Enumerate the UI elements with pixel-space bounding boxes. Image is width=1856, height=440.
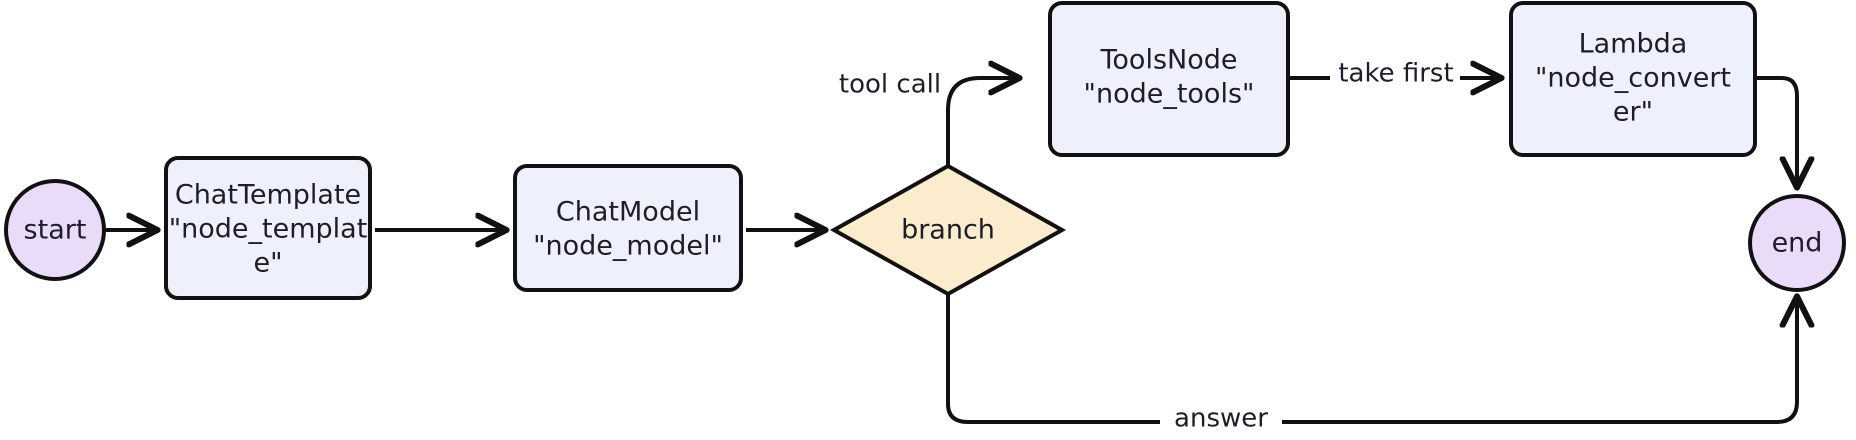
edge-branch-to-node-tools: tool call [839, 70, 1018, 188]
node-node-model-box[interactable] [513, 164, 743, 292]
node-node-template-label-line3: e" [253, 248, 282, 279]
node-node-template-box[interactable] [164, 156, 372, 300]
node-node-converter-label-line3: er" [1613, 97, 1653, 128]
node-node-model-label-line2: "node_model" [533, 231, 723, 262]
node-end-circle[interactable] [1748, 194, 1846, 292]
node-node-converter-box[interactable] [1509, 1, 1757, 157]
node-node-tools-label-line1: ToolsNode [1100, 45, 1238, 76]
node-end[interactable]: end [1748, 194, 1846, 292]
edge-label-tool-call: tool call [839, 70, 941, 100]
node-node-template[interactable]: ChatTemplate "node_templat e" [164, 156, 372, 300]
node-node-tools[interactable]: ToolsNode "node_tools" [1048, 1, 1290, 157]
edge-label-take-first: take first [1338, 59, 1453, 89]
node-branch-label: branch [901, 215, 995, 246]
node-node-converter-label-line2: "node_convert [1535, 63, 1731, 94]
node-node-tools-box[interactable] [1048, 1, 1290, 157]
node-node-tools-label-line2: "node_tools" [1084, 79, 1255, 110]
node-start[interactable]: start [4, 179, 106, 281]
node-node-converter[interactable]: Lambda "node_convert er" [1509, 1, 1757, 157]
edge-branch-to-end: answer [946, 272, 1797, 434]
edge-node-converter-to-end [1757, 76, 1797, 186]
node-node-template-label-line1: ChatTemplate [175, 180, 361, 211]
node-start-circle[interactable] [4, 179, 106, 281]
edge-node-tools-to-node-converter: take first [1290, 59, 1500, 89]
node-branch[interactable]: branch [829, 163, 1067, 297]
node-node-template-label-line2: "node_templat [169, 214, 368, 245]
node-start-label: start [24, 215, 87, 246]
node-node-model[interactable]: ChatModel "node_model" [513, 164, 743, 292]
node-node-model-label-line1: ChatModel [556, 197, 700, 228]
edge-label-answer: answer [1174, 404, 1268, 434]
node-node-converter-label-line1: Lambda [1579, 29, 1688, 60]
node-end-label: end [1772, 228, 1823, 259]
node-branch-diamond[interactable] [829, 163, 1067, 297]
